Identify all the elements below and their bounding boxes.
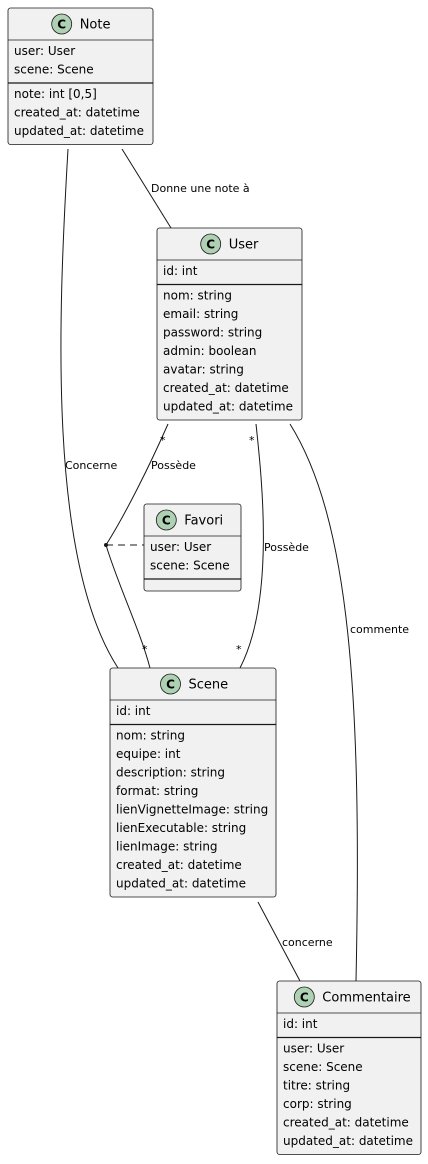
svg-text:C: C [206, 238, 215, 252]
class-member: nom: string [163, 289, 232, 303]
class-icon: C [200, 233, 222, 255]
edge-user-scene [239, 423, 264, 669]
edge-scene-commentaire [257, 901, 301, 982]
edge-user-commentaire [289, 423, 358, 982]
class-field: user: User [150, 540, 211, 554]
class-icon: C [293, 986, 315, 1008]
class-member: created_at: datetime [283, 1116, 409, 1130]
class-member: scene: Scene [283, 1060, 363, 1074]
multiplicity-label: * [249, 434, 255, 447]
class-member: created_at: datetime [14, 106, 140, 120]
edge-note-scene [60, 148, 119, 669]
class-user[interactable]: User Cid: int nom: string email: string pass… [156, 227, 303, 421]
class-member: format: string [116, 784, 198, 798]
class-field: scene: Scene [14, 63, 94, 77]
svg-text:C: C [166, 678, 175, 692]
class-name: Scene [189, 678, 229, 693]
relation-label: Concerne [65, 459, 117, 472]
class-member: created_at: datetime [116, 858, 242, 872]
class-member: updated_at: datetime [283, 1134, 413, 1148]
class-icon: C [160, 673, 181, 695]
class-scene[interactable]: Scene Cid: int nom: string equipe: int descr… [109, 667, 277, 898]
class-member: created_at: datetime [163, 381, 289, 395]
class-name: Note [80, 18, 111, 33]
class-member: updated_at: datetime [14, 124, 144, 138]
class-member: description: string [116, 766, 225, 780]
class-field: user: User [14, 44, 75, 58]
class-member: user: User [283, 1042, 344, 1056]
multiplicity-label: * [142, 643, 148, 656]
class-field: scene: Scene [150, 559, 230, 573]
class-commentaire[interactable]: Commentaire Cid: int user: User scene: Scen… [276, 980, 422, 1155]
class-member: updated_at: datetime [163, 400, 293, 414]
class-member: titre: string [283, 1079, 350, 1093]
association-dot [104, 543, 108, 547]
relation-label: concerne [282, 936, 333, 949]
class-field: id: int [283, 1017, 318, 1031]
class-member: note: int [0,5] [14, 87, 97, 101]
class-member: updated_at: datetime [116, 877, 246, 891]
class-name: Favori [184, 514, 223, 529]
class-field: id: int [163, 264, 198, 278]
multiplicity-label: * [236, 643, 242, 656]
multiplicity-label: * [160, 434, 166, 447]
class-member: lienVignetteImage: string [116, 803, 268, 817]
relation-label: Possède [264, 541, 309, 554]
relation-label: Donne une note à [151, 182, 250, 195]
class-name: Commentaire [322, 991, 410, 1006]
class-icon: C [51, 13, 73, 35]
relation-label: Possède [151, 459, 196, 472]
class-name: User [229, 238, 259, 253]
svg-text:C: C [162, 514, 171, 528]
svg-text:C: C [57, 18, 66, 32]
class-member: password: string [163, 326, 262, 340]
class-icon: C [155, 509, 177, 531]
class-member: avatar: string [163, 363, 244, 377]
class-member: email: string [163, 307, 238, 321]
class-member: admin: boolean [163, 344, 256, 358]
class-field: id: int [116, 704, 151, 718]
class-member: lienExecutable: string [116, 821, 246, 835]
svg-text:C: C [300, 991, 309, 1005]
class-member: corp: string [283, 1097, 352, 1111]
relation-label: commente [350, 623, 409, 636]
class-member: equipe: int [116, 747, 181, 761]
edge-note-user [121, 148, 172, 229]
class-member: nom: string [116, 729, 185, 743]
relations [60, 148, 358, 982]
class-member: lienImage: string [116, 840, 218, 854]
